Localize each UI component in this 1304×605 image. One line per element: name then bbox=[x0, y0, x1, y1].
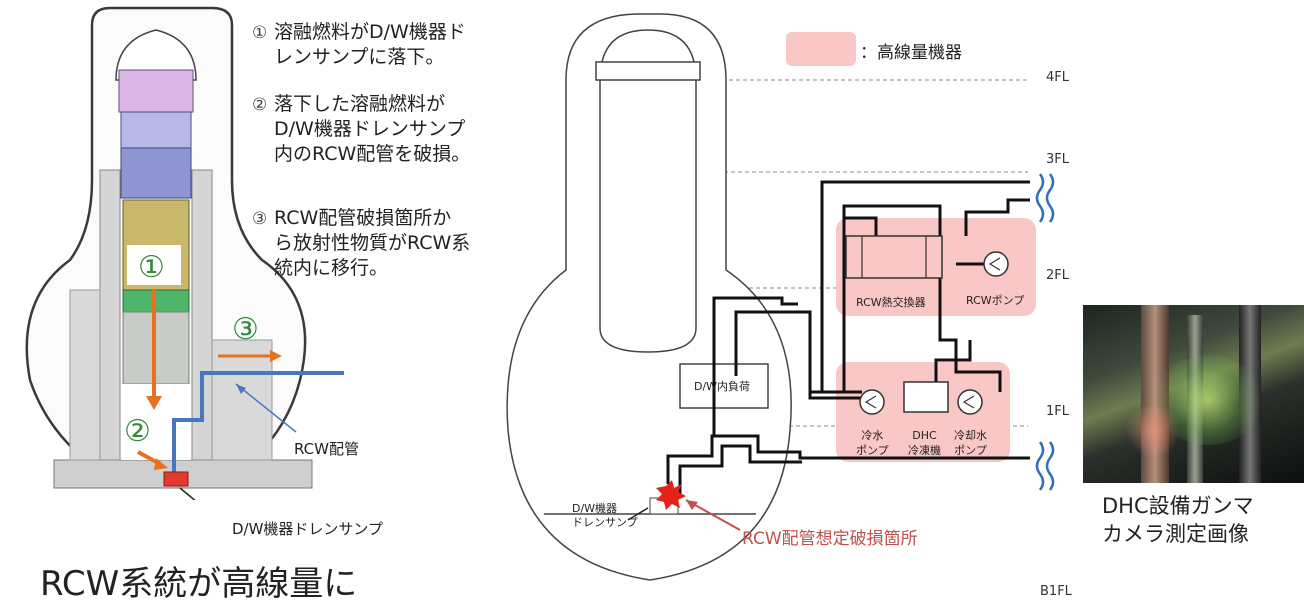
step-3: ③ RCW配管破損箇所か ら放射性物質がRCW系 統内に移行。 bbox=[252, 206, 470, 281]
pedestal-floor-right bbox=[211, 339, 273, 461]
legend-swatch bbox=[786, 32, 856, 66]
step-2-text: 落下した溶融燃料が D/W機器ドレンサンプ 内のRCW配管を破損。 bbox=[274, 93, 471, 165]
pedestal-left bbox=[99, 169, 121, 461]
sump-label-pointer bbox=[627, 507, 649, 521]
release-arrowhead bbox=[270, 350, 282, 362]
rcw-pipe-pointer bbox=[235, 383, 297, 433]
dw-sump-label: D/W機器 ドレンサンプ bbox=[572, 502, 638, 529]
dw-load-box bbox=[679, 363, 769, 409]
step-3-text: RCW配管破損箇所か ら放射性物質がRCW系 統内に移行。 bbox=[274, 207, 471, 279]
damage-pointer-head bbox=[686, 500, 698, 510]
rpv-head bbox=[115, 29, 197, 81]
chilled-water-pump bbox=[859, 389, 885, 415]
upper-plenum bbox=[120, 147, 192, 199]
step-2-number: ② bbox=[252, 95, 268, 115]
drain-sump bbox=[163, 471, 189, 487]
rcw-piping bbox=[666, 180, 1030, 496]
sump-label: D/W機器ドレンサンプ bbox=[232, 520, 383, 538]
core-label-box bbox=[127, 245, 181, 285]
sump-pointer bbox=[179, 487, 196, 500]
system-schematic bbox=[506, 13, 1055, 581]
steam-dryer bbox=[118, 69, 194, 113]
reactor-diagram bbox=[25, 6, 344, 500]
rcw-pump bbox=[983, 251, 1009, 277]
step-3-number: ③ bbox=[252, 209, 268, 229]
rcw-pump-label: RCWポンプ bbox=[966, 294, 1025, 307]
pedestal-floor-left bbox=[69, 289, 101, 461]
step-1: ① 溶融燃料がD/W機器ド レンサンプに落下。 bbox=[252, 20, 466, 70]
photo-caption-line-2: カメラ測定画像 bbox=[1102, 522, 1249, 546]
legend-label: ：高線量機器 bbox=[860, 43, 962, 63]
headline: RCW系統が高線量に bbox=[40, 564, 358, 604]
dhc-chiller bbox=[903, 381, 949, 413]
rcw-pipe-label: RCW配管 bbox=[294, 440, 359, 458]
pedestal-right bbox=[191, 169, 213, 461]
reactor-label-2: ② bbox=[124, 414, 151, 449]
rpv-flange bbox=[595, 61, 701, 81]
cooling-water-pump-label: 冷却水 ポンプ bbox=[954, 429, 987, 457]
reactor-label-3: ③ bbox=[232, 312, 259, 347]
floor-3fl: 3FL bbox=[1046, 152, 1069, 167]
photo-caption-line-1: DHC設備ガンマ bbox=[1102, 494, 1254, 518]
dhc-chiller-label: DHC 冷凍機 bbox=[908, 429, 941, 457]
rcw-pipe bbox=[172, 371, 344, 472]
rcw-pipe-pointer-head bbox=[236, 384, 246, 394]
reactor-label-1: ① bbox=[138, 250, 165, 285]
cooling-water-pump bbox=[957, 389, 983, 415]
steam-separator bbox=[120, 111, 192, 149]
step-1-number: ① bbox=[252, 23, 268, 43]
gamma-camera-image bbox=[1083, 305, 1304, 483]
pipe-break-symbols bbox=[1035, 173, 1055, 491]
heat-exchanger-label: RCW熱交換器 bbox=[856, 296, 926, 309]
damage-burst bbox=[656, 480, 686, 510]
step-2: ② 落下した溶融燃料が D/W機器ドレンサンプ 内のRCW配管を破損。 bbox=[252, 92, 470, 167]
floor-1fl: 1FL bbox=[1046, 404, 1069, 419]
fuel-fall-arrowhead bbox=[146, 396, 162, 410]
floor-2fl: 2FL bbox=[1046, 268, 1069, 283]
fuel-sump-arrowhead bbox=[154, 458, 168, 470]
dw-load-label: D/W内負荷 bbox=[694, 380, 751, 393]
chilled-water-pump-label: 冷水 ポンプ bbox=[856, 429, 889, 457]
floor-b1fl: B1FL bbox=[1040, 584, 1072, 599]
rcw-heat-exchanger bbox=[845, 235, 943, 279]
damage-location-label: RCW配管想定破損箇所 bbox=[742, 529, 918, 549]
step-1-text: 溶融燃料がD/W機器ド レンサンプに落下。 bbox=[274, 21, 466, 68]
floor-4fl: 4FL bbox=[1046, 70, 1069, 85]
